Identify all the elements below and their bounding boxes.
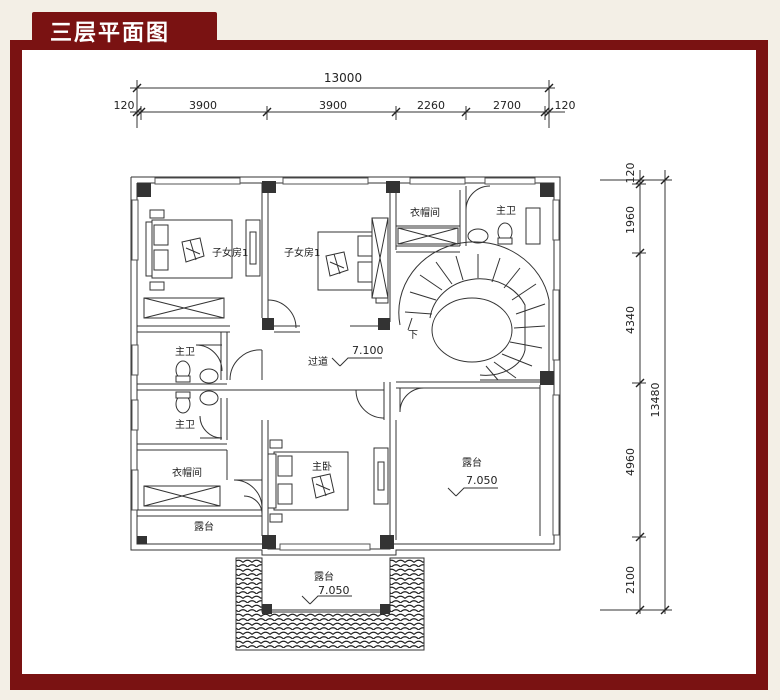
dim-right-4: 4960 [624,448,637,476]
spiral-stair [398,241,550,381]
dim-right-5: 2100 [624,566,637,594]
dim-top-total: 13000 [324,71,362,85]
label-bath-left-upper: 主卫 [175,346,195,358]
label-stair-down: 下 [408,330,418,341]
bottom-terrace [235,557,425,651]
label-corridor: 过道 [308,355,328,368]
top-dimensions [130,80,565,128]
label-master-bedroom: 主卧 [312,460,332,473]
dim-top-5: 2700 [493,99,521,112]
bed-master [267,439,349,523]
windows [131,177,560,551]
label-bath-left-lower: 主卫 [175,419,195,431]
label-closet-top: 衣帽间 [410,206,440,219]
top-dimension-ticks [132,83,554,117]
dim-top-3: 3900 [319,99,347,112]
dim-top-2: 3900 [189,99,217,112]
label-terrace-bottom-level: 7.050 [318,584,350,597]
label-corridor-level: 7.100 [352,344,384,357]
drawing-sheet [22,50,756,674]
page-title: 三层平面图 [50,21,171,46]
dim-right-3: 4340 [624,306,637,334]
dim-right-total: 13480 [649,383,662,418]
label-terrace-bottom: 露台 [314,570,334,583]
dim-right-2: 1960 [624,206,637,234]
bed-child-1 [145,209,233,291]
label-terrace-right-level: 7.050 [466,474,498,487]
dim-top-4: 2260 [417,99,445,112]
dim-top-6: 120 [555,99,576,112]
doors [195,185,491,515]
label-child-room-2: 子女房1 [284,246,320,259]
level-markers [301,357,498,605]
title-tab [32,12,217,44]
label-closet-left: 衣帽间 [172,466,202,479]
label-master-bath-top: 主卫 [496,205,516,217]
right-dimension-ticks [635,175,670,615]
interior-walls [137,183,541,540]
furniture [143,217,459,507]
dim-top-1: 120 [114,99,135,112]
label-child-room-1: 子女房1 [212,246,248,259]
right-dimensions [600,170,672,614]
fixtures [175,207,541,414]
dim-right-1: 120 [624,163,637,184]
label-terrace-right: 露台 [462,456,482,469]
label-terrace-left: 露台 [194,520,214,533]
